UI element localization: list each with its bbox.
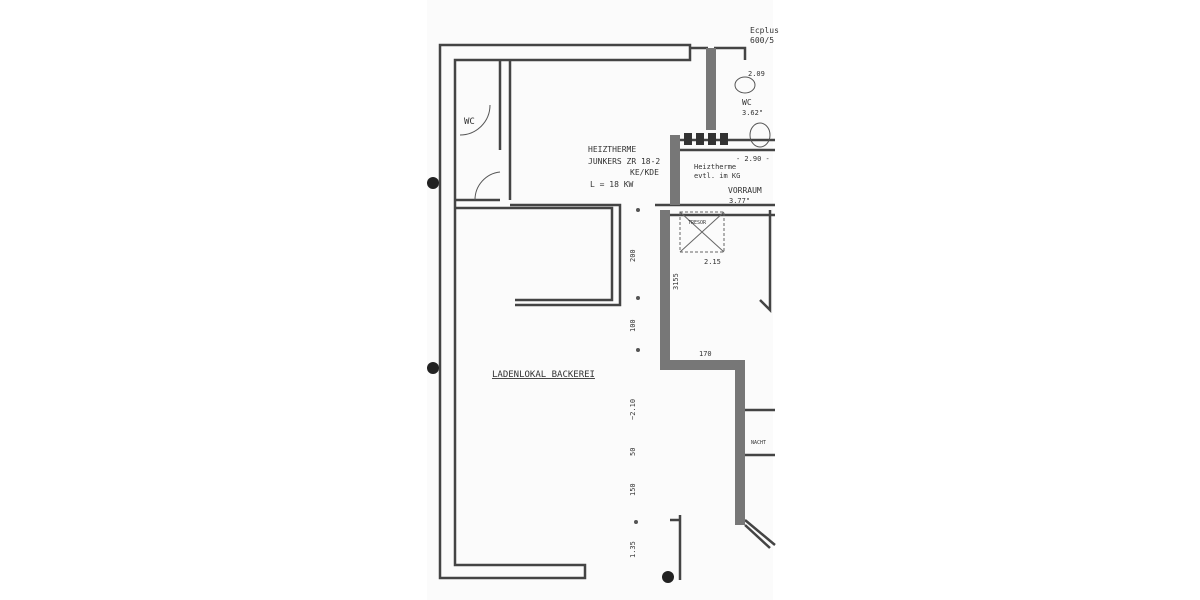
grid-dots — [634, 208, 640, 524]
outer-wall — [438, 43, 692, 580]
tresor-label: TRESOR — [688, 220, 707, 226]
dim-170: 170 — [699, 350, 712, 358]
dim-3155: 3155 — [672, 273, 680, 290]
dim-100: 100 — [629, 319, 637, 332]
wc-dim: 2.09 — [748, 70, 765, 78]
wc-partition — [498, 60, 512, 200]
dim-215: 2.15 — [704, 258, 721, 266]
door-swings — [459, 104, 501, 201]
dim-210: ~2.10 — [629, 399, 637, 420]
wc-right-label: WC — [742, 98, 752, 107]
binder-holes — [427, 177, 674, 583]
vertical-dimensions: 200 100 ~2.10 50 150 1.35 — [629, 249, 637, 558]
heiztherme-line1: HEIZTHERME — [588, 145, 636, 154]
tresor-box — [679, 211, 725, 253]
heiztherme-kg-1: Heiztherme — [694, 163, 736, 171]
wc-left-label: WC — [464, 117, 475, 127]
dim-150: 150 — [629, 483, 637, 496]
heiztherme-line4: L = 18 KW — [590, 180, 634, 189]
wc-area: 3.62" — [742, 109, 763, 117]
inner-partition — [455, 198, 622, 307]
dim-50: 50 — [629, 448, 637, 456]
toilet-icons — [734, 76, 771, 148]
dim-200: 200 — [629, 249, 637, 262]
heiztherme-line3: KE/KDE — [630, 168, 659, 177]
vorraum-label: VORRAUM — [728, 186, 762, 195]
chimney-flues — [684, 133, 728, 145]
heiztherme-line2: JUNKERS ZR 18-2 — [588, 157, 660, 166]
ecplus-dim: 600/5 — [750, 36, 774, 45]
ladenlokal-label: LADENLOKAL BACKEREI — [492, 370, 595, 380]
dim-135: 1.35 — [629, 541, 637, 558]
vorraum-area: 3.77" — [729, 197, 750, 205]
heiztherme-kg-2: evtl. im KG — [694, 172, 740, 180]
highlighted-wall — [660, 48, 745, 525]
nacht-label: NACHT — [751, 440, 766, 446]
ecplus-label: Ecplus — [750, 26, 779, 35]
dim-290: - 2.90 - — [736, 155, 770, 163]
